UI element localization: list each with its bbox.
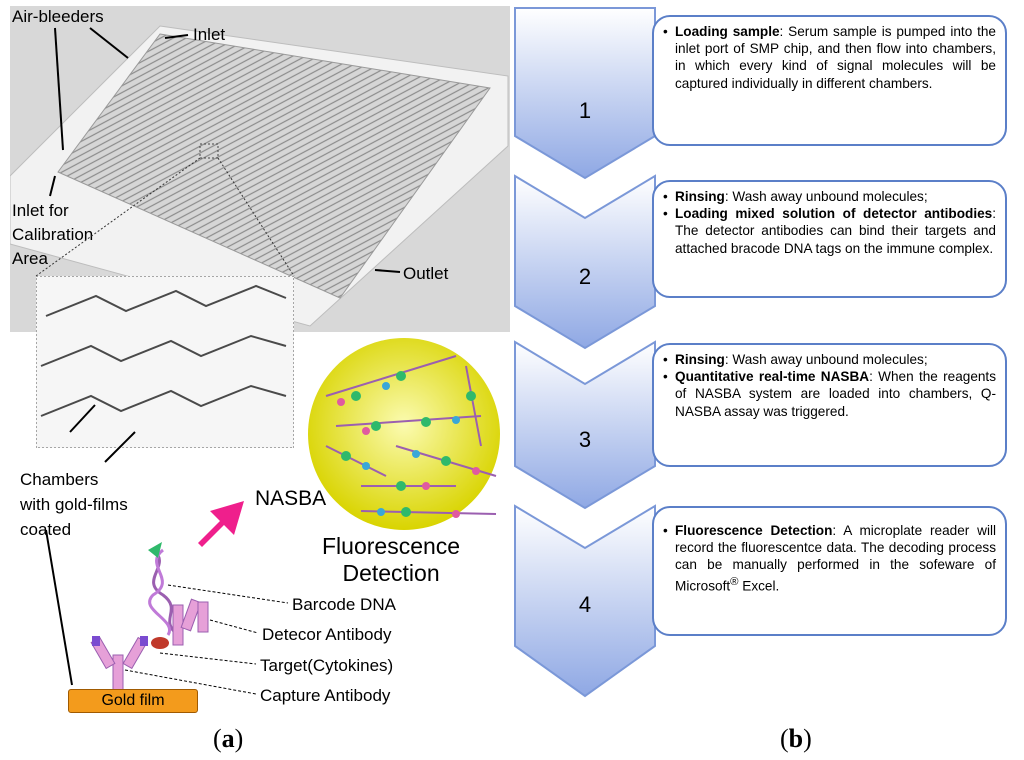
chevron-3 bbox=[514, 340, 656, 510]
step-number-4: 4 bbox=[578, 592, 592, 617]
nasba-arrow-icon bbox=[198, 501, 244, 547]
step-box-3: Rinsing: Wash away unbound molecules; Qu… bbox=[652, 343, 1007, 467]
step-4-bullet-1: Fluorescence Detection: A microplate rea… bbox=[663, 522, 996, 594]
step-number-2: 2 bbox=[578, 264, 592, 289]
chevron-2 bbox=[514, 174, 656, 350]
step-3-bullet-2: Quantitative real-time NASBA: When the r… bbox=[663, 368, 996, 420]
antibody-complex-illustration bbox=[90, 542, 209, 690]
outlet-label: Outlet bbox=[403, 264, 449, 283]
nasba-label: NASBA bbox=[255, 487, 327, 510]
air-bleeders-label: Air-bleeders bbox=[12, 7, 104, 26]
panel-a-label: (a) bbox=[213, 724, 244, 753]
chamber-zoom-view bbox=[36, 276, 294, 448]
chevron-1 bbox=[514, 7, 656, 180]
chevron-4 bbox=[514, 504, 656, 698]
step-number-3: 3 bbox=[578, 427, 592, 452]
step-box-1: Loading sample: Serum sample is pumped i… bbox=[652, 15, 1007, 146]
chambers-label: Chambers with gold-films coated bbox=[20, 470, 128, 539]
gold-film: Gold film bbox=[68, 689, 198, 713]
target-label: Target(Cytokines) bbox=[260, 656, 394, 675]
step-box-2: Rinsing: Wash away unbound molecules; Lo… bbox=[652, 180, 1007, 298]
inlet-label: Inlet bbox=[193, 25, 226, 44]
step-2-bullet-1: Rinsing: Wash away unbound molecules; bbox=[663, 188, 996, 205]
step-3-bullet-1: Rinsing: Wash away unbound molecules; bbox=[663, 351, 996, 368]
zoom-box bbox=[199, 143, 219, 159]
detector-antibody-label: Detecor Antibody bbox=[262, 625, 392, 644]
step-2-bullet-2: Loading mixed solution of detector antib… bbox=[663, 205, 996, 257]
step-box-4: Fluorescence Detection: A microplate rea… bbox=[652, 506, 1007, 636]
step-1-bullet-1: Loading sample: Serum sample is pumped i… bbox=[663, 23, 996, 92]
fluorescence-circle bbox=[308, 338, 500, 530]
step-number-1: 1 bbox=[578, 98, 592, 123]
barcode-dna-label: Barcode DNA bbox=[292, 595, 396, 614]
chip-illustration bbox=[10, 6, 510, 332]
capture-antibody-label: Capture Antibody bbox=[260, 686, 391, 705]
chevron-column bbox=[514, 7, 656, 698]
chamber-array bbox=[57, 33, 491, 299]
inlet-calibration-label: Inlet for Calibration Area bbox=[12, 201, 94, 268]
connector-lines bbox=[35, 27, 401, 695]
panel-b-label: (b) bbox=[780, 724, 812, 753]
fluorescence-detection-label: Fluorescence Detection bbox=[322, 533, 461, 586]
